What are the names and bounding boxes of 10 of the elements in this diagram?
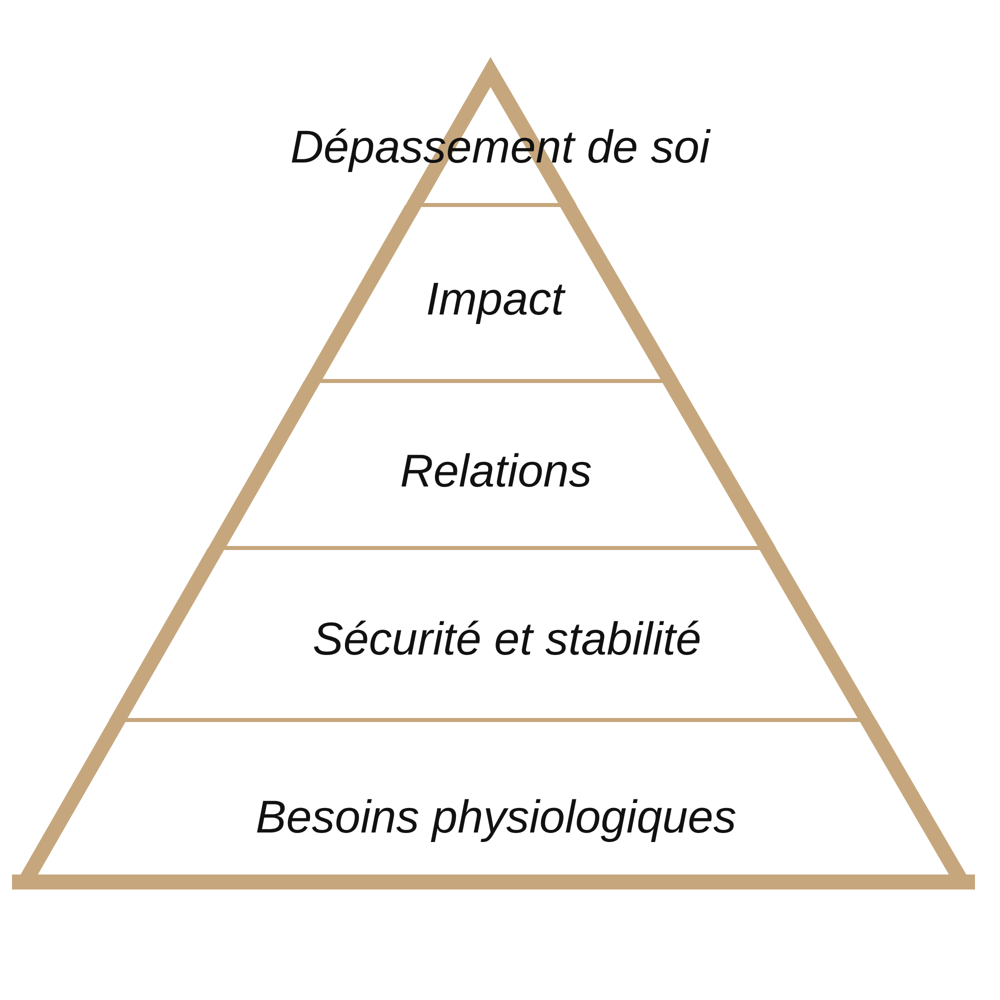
pyramid-tier [302,205,680,383]
tier-label: Impact [426,271,564,326]
tier-label: Dépassement de soi [290,119,710,174]
pyramid-tier [108,548,878,722]
tier-label: Sécurité et stabilité [312,611,702,666]
pyramid-tier [290,57,710,207]
tier-label: Besoins physiologiques [256,789,736,844]
pyramid-tier [12,720,976,890]
tier-label: Relations [400,443,592,498]
pyramid-tier [206,381,778,550]
